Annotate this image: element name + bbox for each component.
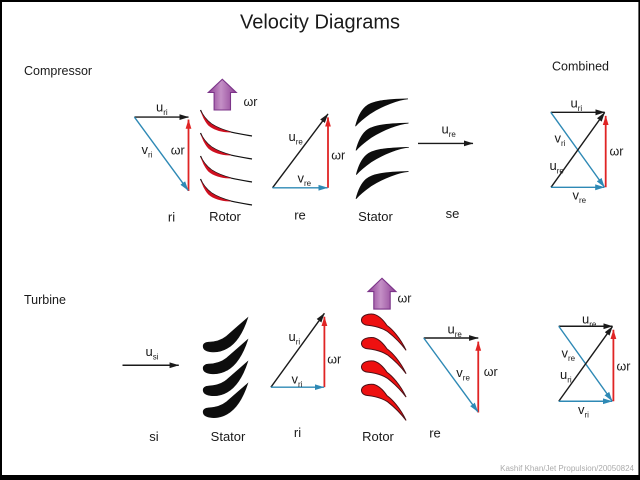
svg-text:vri: vri [555, 131, 566, 149]
svg-text:ωr: ωr [617, 360, 631, 374]
svg-text:re: re [294, 208, 306, 223]
svg-text:Combined: Combined [552, 60, 609, 74]
svg-text:ωr: ωr [610, 145, 624, 159]
svg-text:vri: vri [292, 372, 303, 390]
svg-text:se: se [446, 206, 460, 221]
svg-text:Rotor: Rotor [362, 429, 394, 444]
svg-text:Rotor: Rotor [209, 209, 241, 224]
svg-text:Stator: Stator [211, 429, 246, 444]
svg-text:Velocity Diagrams: Velocity Diagrams [240, 12, 400, 34]
svg-text:Turbine: Turbine [24, 293, 66, 307]
svg-text:vri: vri [578, 402, 589, 420]
svg-text:uri: uri [571, 96, 583, 114]
svg-text:si: si [149, 429, 159, 444]
svg-text:Kashif Khan/Jet Propulsion/200: Kashif Khan/Jet Propulsion/20050824 [500, 464, 634, 473]
svg-text:uri: uri [289, 329, 301, 347]
svg-text:ωr: ωr [171, 144, 185, 158]
svg-text:ωr: ωr [331, 149, 345, 163]
svg-text:ωr: ωr [484, 365, 498, 379]
svg-text:Compressor: Compressor [24, 64, 92, 78]
svg-text:ωr: ωr [244, 95, 258, 109]
svg-text:uri: uri [156, 100, 168, 118]
svg-text:ωr: ωr [327, 353, 341, 367]
svg-text:uri: uri [560, 367, 572, 385]
svg-text:ωr: ωr [398, 292, 412, 306]
svg-text:re: re [429, 426, 441, 441]
svg-text:Stator: Stator [358, 209, 393, 224]
svg-text:vri: vri [142, 142, 153, 160]
svg-text:ri: ri [294, 425, 301, 440]
svg-text:ri: ri [168, 210, 175, 225]
